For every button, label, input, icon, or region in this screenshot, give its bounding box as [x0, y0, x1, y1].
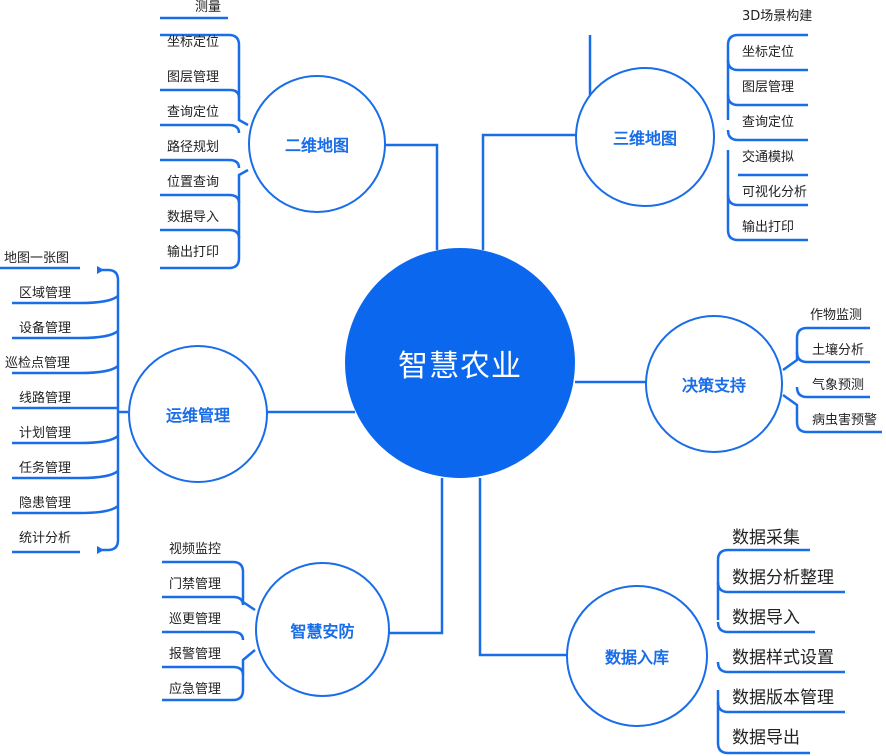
item-decision-soil: 土壤分析	[812, 343, 865, 358]
item-3d-coordinate: 坐标定位	[742, 45, 795, 60]
item-ops-region: 区域管理	[19, 286, 72, 301]
item-data-analyze: 数据分析整理	[732, 568, 834, 588]
item-data-import: 数据导入	[732, 608, 800, 628]
item-2d-layers: 图层管理	[167, 70, 220, 85]
item-ops-onemap: 地图一张图	[4, 251, 70, 266]
item-ops-patrol-point: 巡检点管理	[5, 356, 71, 371]
item-security-emergency: 应急管理	[169, 682, 222, 697]
item-data-export: 数据导出	[732, 728, 800, 748]
hub-ops: 运维管理	[128, 345, 268, 483]
item-security-alarm: 报警管理	[169, 647, 222, 662]
item-2d-import: 数据导入	[167, 210, 220, 225]
item-ops-device: 设备管理	[19, 321, 72, 336]
item-2d-query: 查询定位	[167, 105, 220, 120]
item-ops-route: 线路管理	[19, 391, 72, 406]
item-data-collect: 数据采集	[732, 528, 800, 548]
item-2d-location: 位置查询	[167, 175, 220, 190]
item-3d-layers: 图层管理	[742, 80, 795, 95]
item-decision-pest: 病虫害预警	[812, 413, 878, 428]
item-2d-route: 路径规划	[167, 140, 220, 155]
hub-data: 数据入库	[566, 585, 708, 727]
item-3d-query: 查询定位	[742, 115, 795, 130]
center-node: 智慧农业	[345, 248, 575, 478]
item-security-video: 视频监控	[169, 542, 222, 557]
item-data-style: 数据样式设置	[732, 648, 834, 668]
item-decision-weather: 气象预测	[812, 378, 865, 393]
item-ops-plan: 计划管理	[19, 426, 72, 441]
hub-security: 智慧安防	[255, 562, 390, 697]
hub-3d-map: 三维地图	[575, 67, 715, 207]
item-ops-hazard: 隐患管理	[19, 496, 72, 511]
hub-2d-map: 二维地图	[248, 75, 386, 213]
item-2d-print: 输出打印	[167, 245, 220, 260]
item-3d-scene: 3D场景构建	[742, 9, 813, 24]
item-ops-stats: 统计分析	[19, 531, 72, 546]
item-2d-coordinate: 坐标定位	[167, 35, 220, 50]
item-2d-measure: 测量	[195, 0, 222, 15]
item-security-access: 门禁管理	[169, 577, 222, 592]
item-data-version: 数据版本管理	[732, 688, 834, 708]
item-3d-visual: 可视化分析	[742, 185, 808, 200]
hub-decision: 决策支持	[645, 315, 783, 453]
item-security-patrol: 巡更管理	[169, 612, 222, 627]
item-3d-traffic: 交通模拟	[742, 150, 795, 165]
item-3d-print: 输出打印	[742, 220, 795, 235]
item-ops-task: 任务管理	[19, 461, 72, 476]
item-decision-crop: 作物监测	[810, 308, 863, 323]
